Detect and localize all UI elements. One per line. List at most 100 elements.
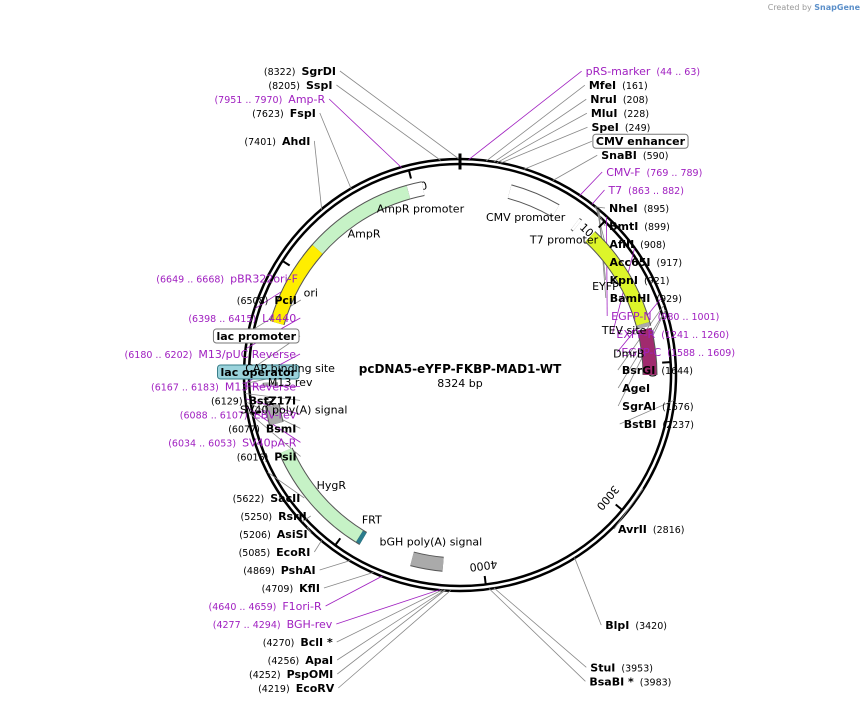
site-name: MluI [591,107,618,120]
tick-mark [408,170,412,179]
site-name: BsmI [266,422,297,435]
leader-kfli [323,572,374,589]
primer-ebv-rev[interactable]: EBV-rev(6088 .. 6107) [180,408,297,421]
leader-ecori [313,540,323,553]
site-kpni[interactable]: KpnI(921) [610,274,670,287]
site-stui[interactable]: StuI(3953) [590,661,653,674]
primer-amp-r[interactable]: Amp-R(7951 .. 7970) [214,93,325,106]
site-name: BclI * [300,636,333,649]
site-aflii[interactable]: AflII(908) [609,238,665,251]
site-fspi[interactable]: FspI(7623) [252,107,316,120]
site-nhei[interactable]: NheI(895) [609,202,669,215]
site-agei[interactable]: AgeI [622,382,650,395]
site-pspomi[interactable]: PspOMI(4252) [249,668,333,681]
site-mlui[interactable]: MluI (228) [591,107,649,120]
site-bsmi[interactable]: BsmI (6077) [228,422,296,435]
site-pshai[interactable]: PshAI(4869) [243,564,315,577]
primer-l4440[interactable]: L4440(6398 .. 6415) [188,312,296,325]
site-name: EcoRV [296,682,335,695]
site-acc65i[interactable]: Acc65I(917) [610,256,683,269]
site-name: Amp-R [288,93,325,106]
site-name: AvrII [618,523,647,536]
site-bcli[interactable]: BclI *(4270) [263,636,333,649]
site-bsrgi[interactable]: BsrGI(1644) [622,364,693,377]
primer-prs-marker[interactable]: pRS-marker(44 .. 63) [586,65,701,78]
site-position: (5206) [239,530,271,541]
site-position: (4252) [249,670,281,681]
leader-cmv-enhancer [523,140,593,170]
feature-label-hygr: HygR [317,479,347,492]
leader-bsabi [488,588,586,682]
primer-m13-puc-reverse[interactable]: M13/pUC Reverse(6180 .. 6202) [125,348,297,361]
site-blpi[interactable]: BlpI(3420) [605,619,667,632]
label-box [592,133,689,149]
primer-m13-reverse[interactable]: M13 Reverse(6167 .. 6183) [151,380,296,393]
site-spei[interactable]: SpeI(249) [591,121,650,134]
plasmid-length: 8324 bp [437,377,482,390]
primer-exfp-r[interactable]: EXFP-R(1241 .. 1260) [616,328,729,341]
site-sgrai[interactable]: SgrAI(1676) [622,400,693,413]
site-rsrii[interactable]: RsrII(5250) [240,510,306,523]
leader-nrui [493,98,587,163]
tick-mark [252,410,262,415]
primer-bgh-rev[interactable]: BGH-rev(4277 .. 4294) [213,618,333,631]
feature-label-cmv-promoter: CMV promoter [486,211,566,224]
primer-sv40pa-r[interactable]: SV40pA-R (6034 .. 6053) [168,436,297,449]
site-apai[interactable]: ApaI(4256) [268,654,334,667]
site-name: FspI [290,107,316,120]
site-name: RsrII [278,510,307,523]
site-name: SV40pA-R [242,436,297,449]
label-box [217,364,300,380]
site-avrii[interactable]: AvrII(2816) [618,523,685,536]
feature-ori [270,245,323,325]
feature-label-ori: ori [304,287,318,300]
site-sspi[interactable]: SspI(8205) [268,79,332,92]
feature-tag-cmv-enhancer[interactable]: CMV enhancer [592,133,689,149]
site-bsabi[interactable]: BsaBI *(3983) [589,675,671,688]
site-mfei[interactable]: MfeI(161) [589,79,648,92]
primer-f1ori-r[interactable]: F1ori-R(4640 .. 4659) [208,600,321,613]
site-sacii[interactable]: SacII(5622) [233,492,301,505]
label-box [212,328,300,344]
site-bmti[interactable]: BmtI(899) [609,220,670,233]
site-position: (908) [640,240,666,251]
feature-tag-lac-promoter[interactable]: lac promoter [212,328,300,344]
site-ecorv[interactable]: EcoRV(4219) [258,682,335,695]
site-sgrdi[interactable]: SgrDI(8322) [264,65,336,78]
leader-ahdi [313,140,323,210]
site-bamhi[interactable]: BamHI(929) [610,292,682,305]
site-position: (917) [656,258,682,269]
site-position: (6508) [237,296,269,307]
site-position: (228) [623,109,649,120]
site-position: (6034 .. 6053) [168,438,236,449]
site-name: PciI [274,294,296,307]
primer-pbr322ori-f[interactable]: pBR322ori-F(6649 .. 6668) [156,273,298,286]
primer-egfp-n[interactable]: EGFP-N(980 .. 1001) [611,310,719,323]
feature-tag-lac-operator[interactable]: lac operator [217,364,300,380]
tick-label: 4000 [469,557,498,573]
site-pcii[interactable]: PciI (6508) [237,294,297,307]
site-position: (929) [656,294,682,305]
site-name: AsiSI [277,528,308,541]
site-bstbi[interactable]: BstBI(2237) [624,418,694,431]
site-nrui[interactable]: NruI(208) [590,93,648,106]
site-name: SnaBI [601,149,637,162]
site-asisi[interactable]: AsiSI (5206) [239,528,307,541]
primer-egfp-c[interactable]: EGFP-C(1588 .. 1609) [621,346,735,359]
site-position: (5622) [233,494,265,505]
site-name: BstBI [624,418,657,431]
site-position: (6077) [228,424,260,435]
site-ahdi[interactable]: AhdI(7401) [244,135,310,148]
primer-t7[interactable]: T7(863 .. 882) [607,184,683,197]
feature-label-eyfp: EYFP [592,280,619,293]
site-name: PshAI [281,564,316,577]
site-position: (6129) [211,396,243,407]
site-psii[interactable]: PsiI(6016) [237,450,297,463]
site-ecori[interactable]: EcoRI(5085) [239,546,311,559]
site-snabi[interactable]: SnaBI(590) [601,149,668,162]
site-bstz17i[interactable]: BstZ17I(6129) [211,394,296,407]
primer-cmv-f[interactable]: CMV-F(769 .. 789) [606,166,702,179]
leader-ecorv [338,589,451,689]
site-kfli[interactable]: KflI(4709) [262,582,320,595]
